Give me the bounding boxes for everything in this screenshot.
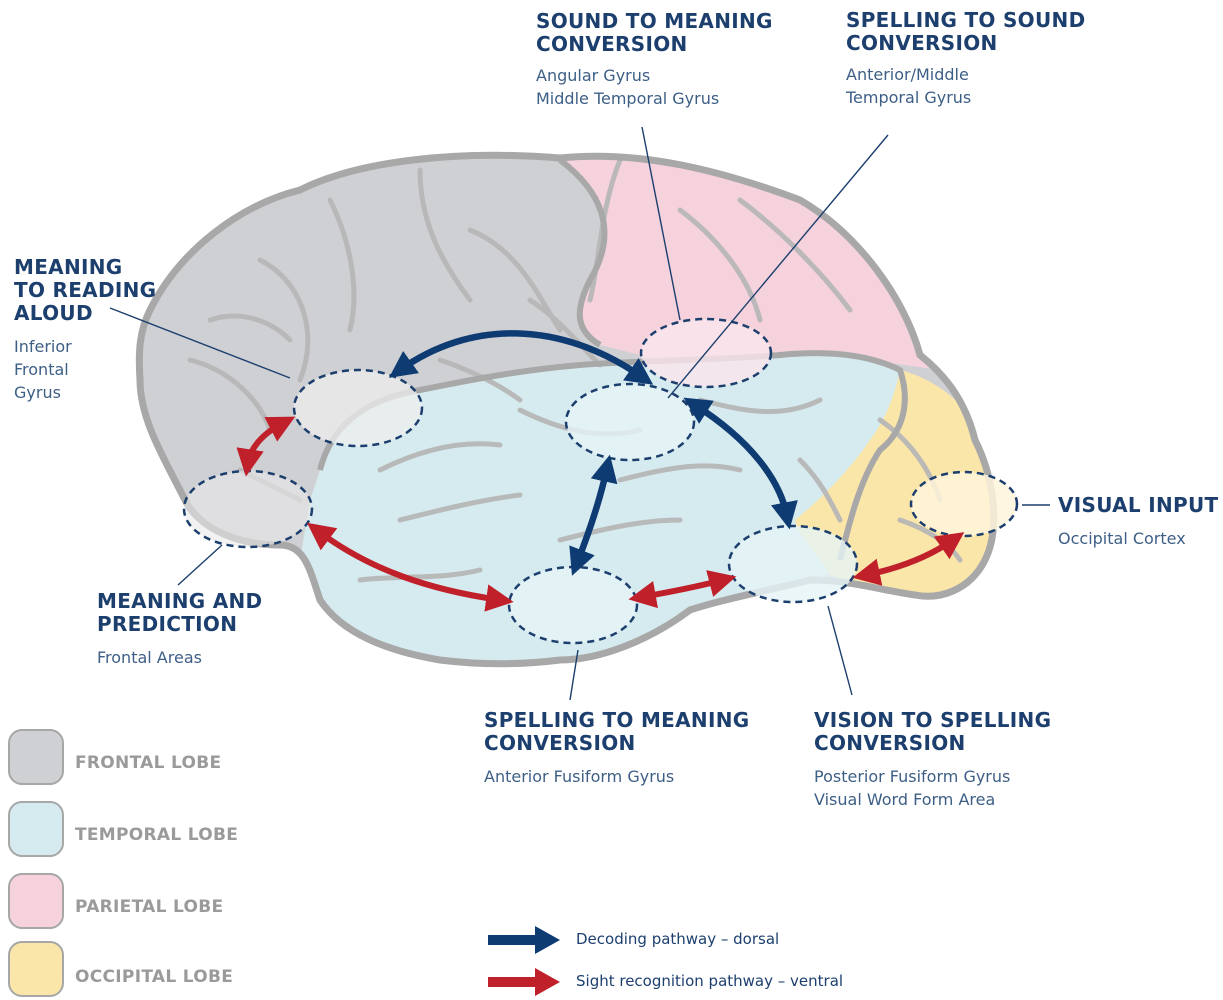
dorsal-arrows	[388, 330, 798, 576]
legend-arrow-ventral	[488, 968, 560, 996]
label-visual-input-title: VISUAL INPUT	[1058, 493, 1219, 517]
leader-spelling-to-meaning	[569, 649, 579, 701]
ventral-arrow-fusiform-pair	[628, 570, 737, 609]
ring-inferior-frontal	[292, 368, 424, 448]
legend-swatch-occipital	[8, 941, 64, 997]
ventral-arrow-frontal	[236, 416, 296, 477]
ring-anterior-fusiform	[507, 565, 639, 645]
ventral-arrows	[236, 416, 965, 612]
legend-label-frontal: FRONTAL LOBE	[75, 753, 222, 773]
legend-label-occipital: OCCIPITAL LOBE	[75, 967, 234, 987]
legend-label-dorsal: Decoding pathway – dorsal	[576, 930, 780, 948]
ring-occipital-cortex	[909, 470, 1019, 538]
legend-label-parietal: PARIETAL LOBE	[75, 897, 224, 917]
leader-lines	[109, 126, 1050, 701]
legend-arrow-dorsal	[488, 926, 560, 954]
legend-label-temporal: TEMPORAL LOBE	[75, 825, 239, 845]
ventral-arrow-occipital	[852, 532, 965, 586]
legend-swatch-frontal	[8, 729, 64, 785]
legend-swatch-parietal	[8, 873, 64, 929]
ring-frontal-areas	[182, 469, 314, 549]
label-visual-input-sub: Occipital Cortex	[1058, 529, 1186, 548]
label-visual-input: VISUAL INPUT Occipital Cortex	[1058, 494, 1218, 550]
legend-swatch-temporal	[8, 801, 64, 857]
legend-pathway-arrows	[488, 926, 560, 996]
ring-temporal-gyrus	[564, 382, 696, 462]
label-spelling-to-meaning-sub: Anterior Fusiform Gyrus	[484, 767, 675, 786]
dorsal-arrow-vertical	[569, 454, 618, 576]
legend-label-ventral: Sight recognition pathway – ventral	[576, 972, 844, 990]
dorsal-arrow-frontal-temporal	[388, 330, 654, 385]
central-sulcus	[558, 157, 608, 348]
brain-outline	[135, 151, 998, 668]
ventral-arrow-frontal-fusiform	[306, 522, 514, 612]
leader-meaning-prediction	[177, 544, 223, 586]
dorsal-arrow-temporal-fusiform	[683, 397, 798, 530]
ring-posterior-fusiform	[727, 524, 859, 604]
label-meaning-prediction-sub: Frontal Areas	[97, 648, 202, 667]
leader-spelling-to-sound	[667, 134, 889, 399]
parietal-lobe	[560, 155, 960, 370]
leader-vision-to-spelling	[827, 605, 853, 696]
leader-sound-to-meaning	[641, 126, 681, 321]
leader-meaning-to-reading	[109, 307, 291, 379]
